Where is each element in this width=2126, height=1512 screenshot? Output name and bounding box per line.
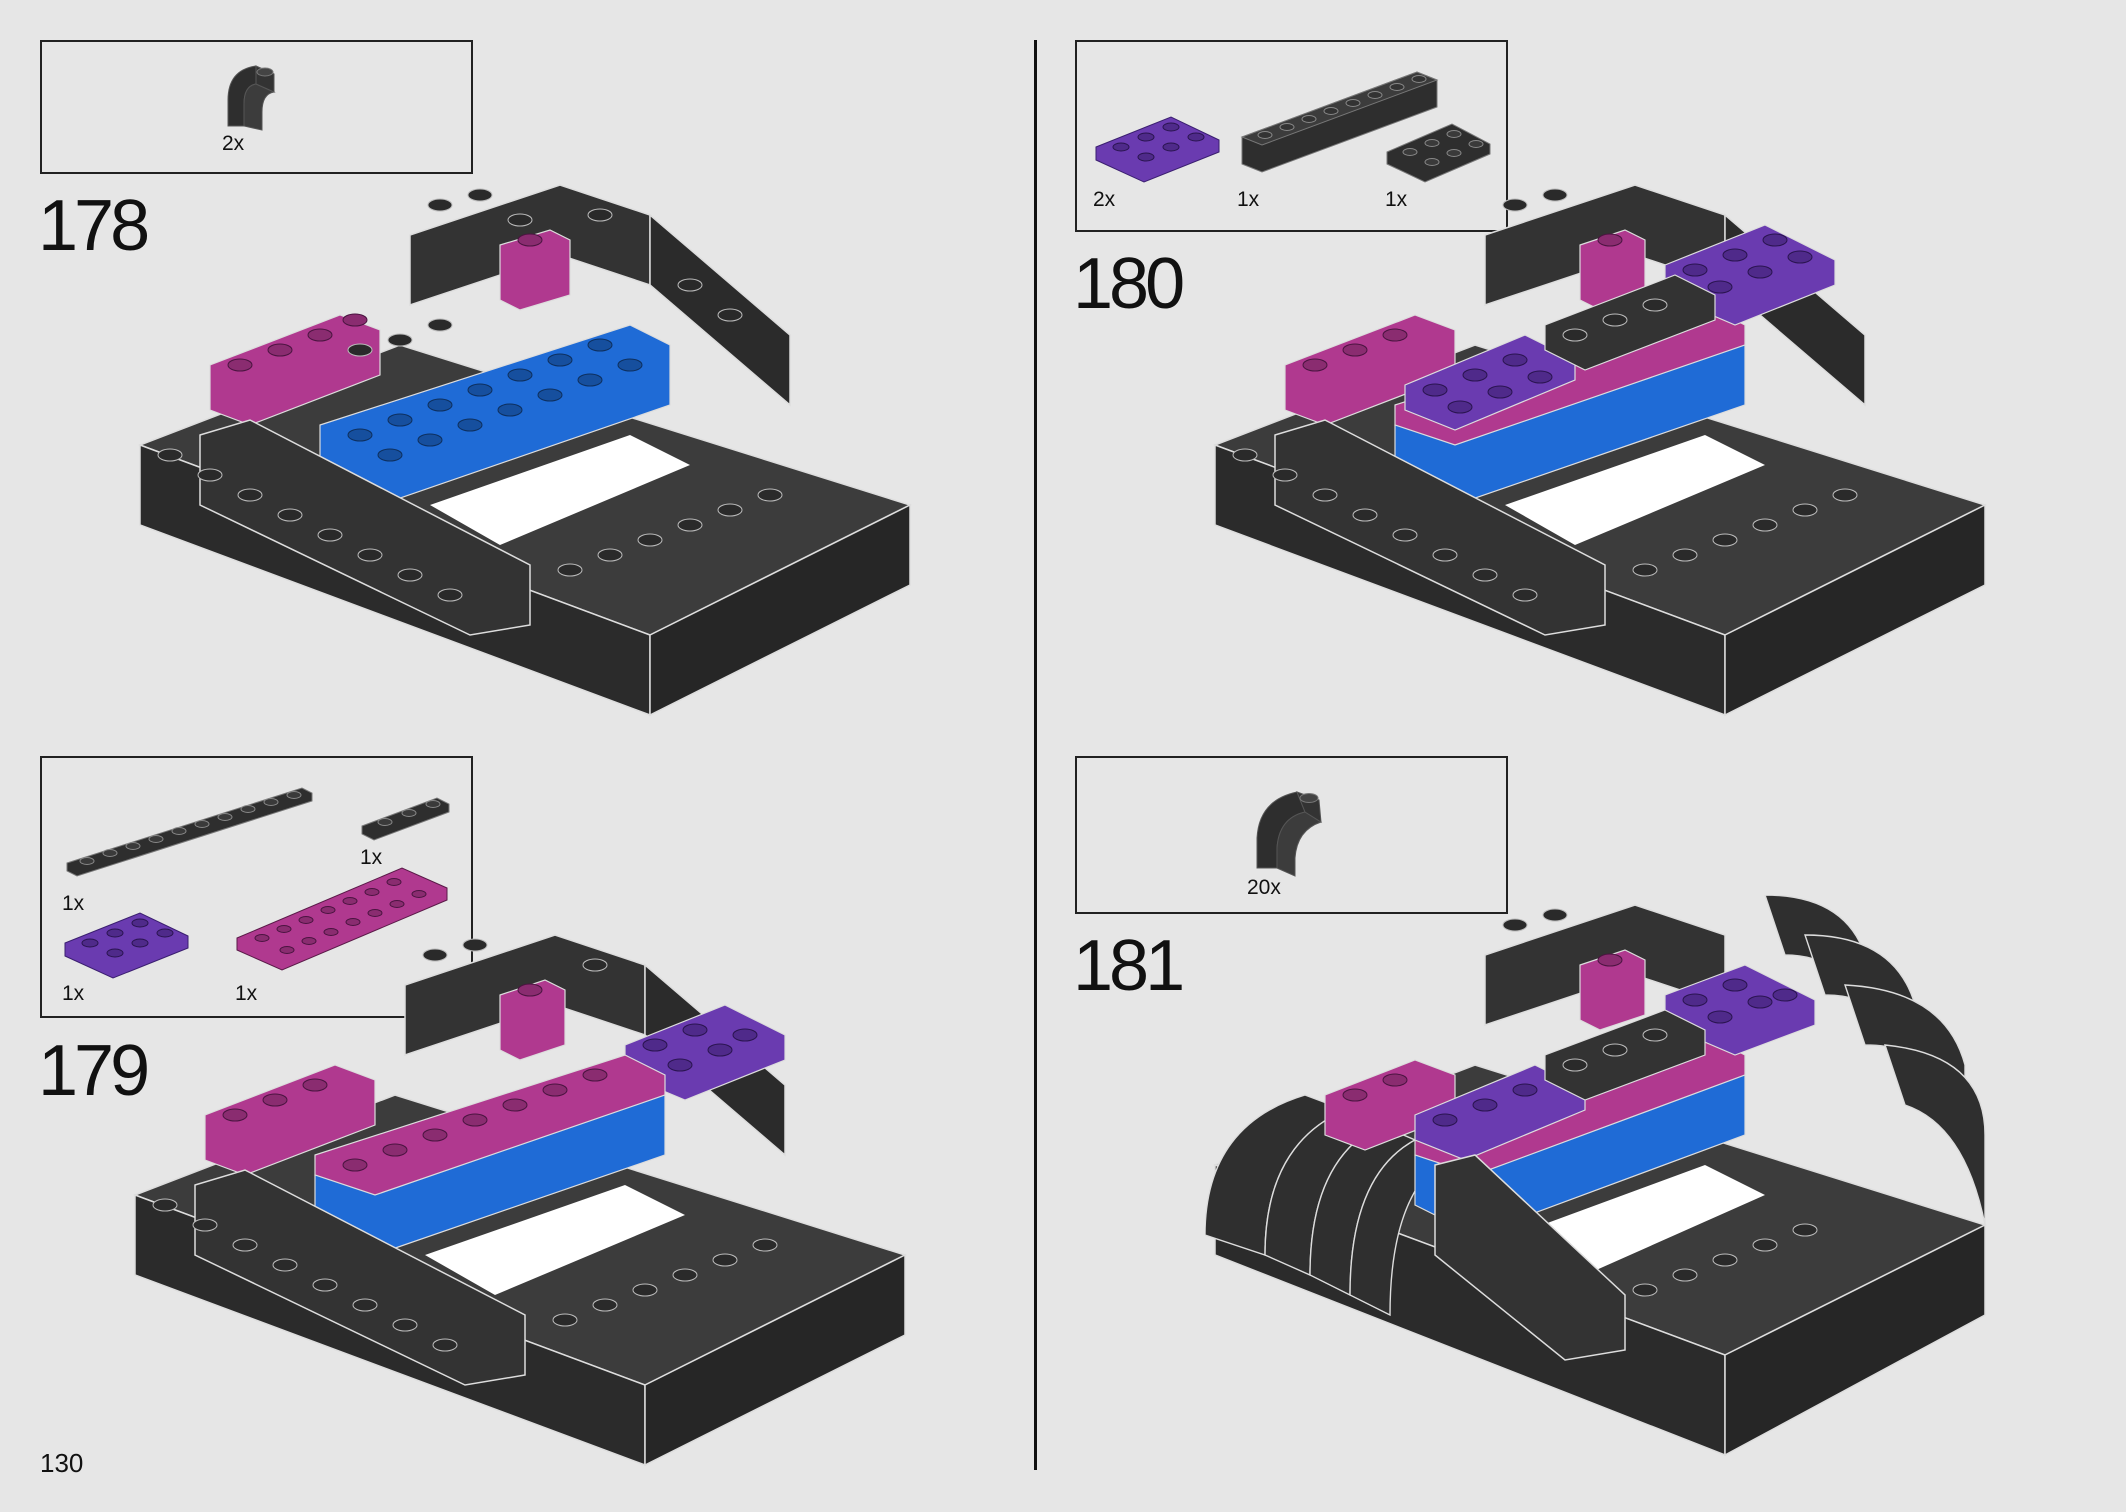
purple-plate-icon <box>64 912 189 979</box>
step-number-181: 181 <box>1073 926 1185 1006</box>
part-qty: 20x <box>1247 876 1281 899</box>
model-step-179 <box>132 934 907 1467</box>
model-step-178 <box>137 184 912 717</box>
part-qty: 1x <box>1237 188 1260 211</box>
step-number-178: 178 <box>38 186 150 266</box>
step-number-179: 179 <box>38 1031 150 1111</box>
part-qty: 1x <box>62 892 85 915</box>
model-step-181 <box>1205 895 1987 1457</box>
part-qty: 1x <box>1385 188 1408 211</box>
part-qty: 2x <box>222 132 245 155</box>
parts-callout-178: 2x <box>40 40 473 174</box>
parts-callout-179: 1x 1x 1x 1x <box>40 756 473 1018</box>
black-plate-icon <box>1386 123 1491 183</box>
part-qty: 1x <box>62 982 85 1005</box>
model-step-180 <box>1212 184 1987 717</box>
page-number: 130 <box>40 1448 84 1478</box>
parts-callout-181: 20x <box>1075 756 1508 914</box>
column-divider <box>1034 40 1037 1470</box>
pink-long-plate-icon <box>236 867 448 971</box>
black-small-plate-icon <box>361 797 450 841</box>
curved-slope-icon <box>1256 791 1323 877</box>
step-number-180: 180 <box>1073 244 1185 324</box>
black-long-brick-icon <box>1240 71 1439 173</box>
black-long-plate-icon <box>66 787 313 877</box>
purple-plate-icon <box>1095 116 1220 183</box>
part-qty: 1x <box>360 846 383 869</box>
curved-slope-icon <box>227 65 276 131</box>
part-qty: 2x <box>1093 188 1116 211</box>
part-qty: 1x <box>235 982 258 1005</box>
parts-callout-180: 2x 1x 1x <box>1075 40 1508 232</box>
